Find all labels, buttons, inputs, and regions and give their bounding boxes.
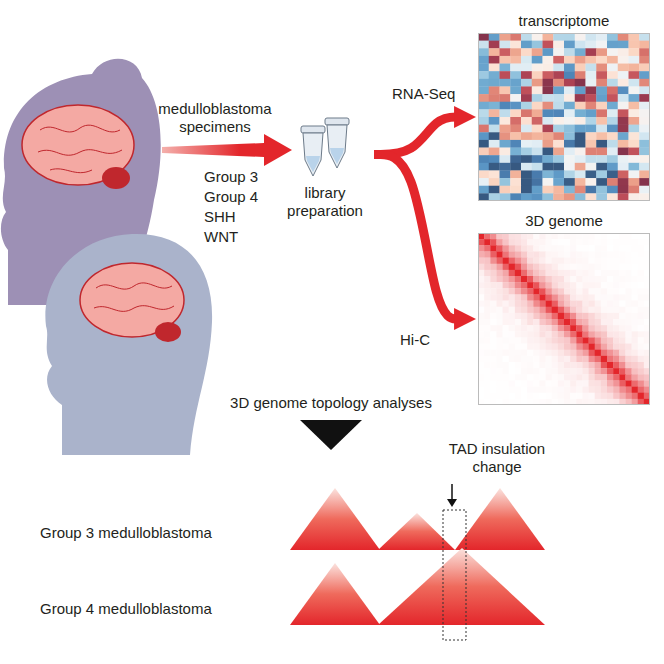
- tad-triangle: [290, 488, 380, 550]
- cerebellum: [155, 322, 181, 342]
- arrow-label: medulloblastoma specimens: [150, 100, 280, 136]
- heatmap: [478, 233, 650, 405]
- dotted-box: [443, 510, 466, 640]
- tube-node: library preparation: [278, 116, 372, 220]
- tad-triangle: [455, 488, 545, 550]
- row-label: Group 3 medulloblastoma: [40, 524, 280, 542]
- tad-triangle: [378, 548, 545, 625]
- edge-label: Hi-C: [400, 331, 430, 349]
- panel-title: 3D genome: [478, 212, 650, 233]
- flow-arrow: [374, 154, 460, 319]
- tube: [325, 118, 349, 168]
- brain-folds: [94, 283, 174, 311]
- tube-icon: [278, 116, 372, 178]
- pointer-line: [451, 484, 453, 500]
- brain-folds: [38, 125, 122, 173]
- callout-label: TAD insulation change: [437, 440, 557, 476]
- panel-title: transcriptome: [478, 12, 650, 33]
- subgroup-item: SHH: [204, 208, 284, 226]
- head-silhouette: [45, 234, 212, 455]
- heatmap-node: transcriptome: [478, 12, 650, 201]
- specimen-arrow: [162, 134, 292, 166]
- down-triangle: [300, 420, 362, 450]
- subgroup-item: Group 3: [204, 168, 284, 186]
- tube: [301, 126, 325, 176]
- pointer-head: [447, 499, 457, 507]
- flow-arrow: [374, 117, 460, 154]
- subgroup-item: WNT: [204, 228, 284, 246]
- cerebellum: [102, 167, 130, 189]
- row-label: Group 4 medulloblastoma: [40, 600, 280, 618]
- edge-label: RNA-Seq: [392, 85, 455, 103]
- subgroup-item: Group 4: [204, 188, 284, 206]
- tad-triangle: [290, 563, 380, 625]
- tube-label: library preparation: [278, 178, 372, 220]
- heatmap: [478, 33, 650, 201]
- heatmap-node: 3D genome: [478, 212, 650, 405]
- step-label: 3D genome topology analyses: [200, 394, 462, 412]
